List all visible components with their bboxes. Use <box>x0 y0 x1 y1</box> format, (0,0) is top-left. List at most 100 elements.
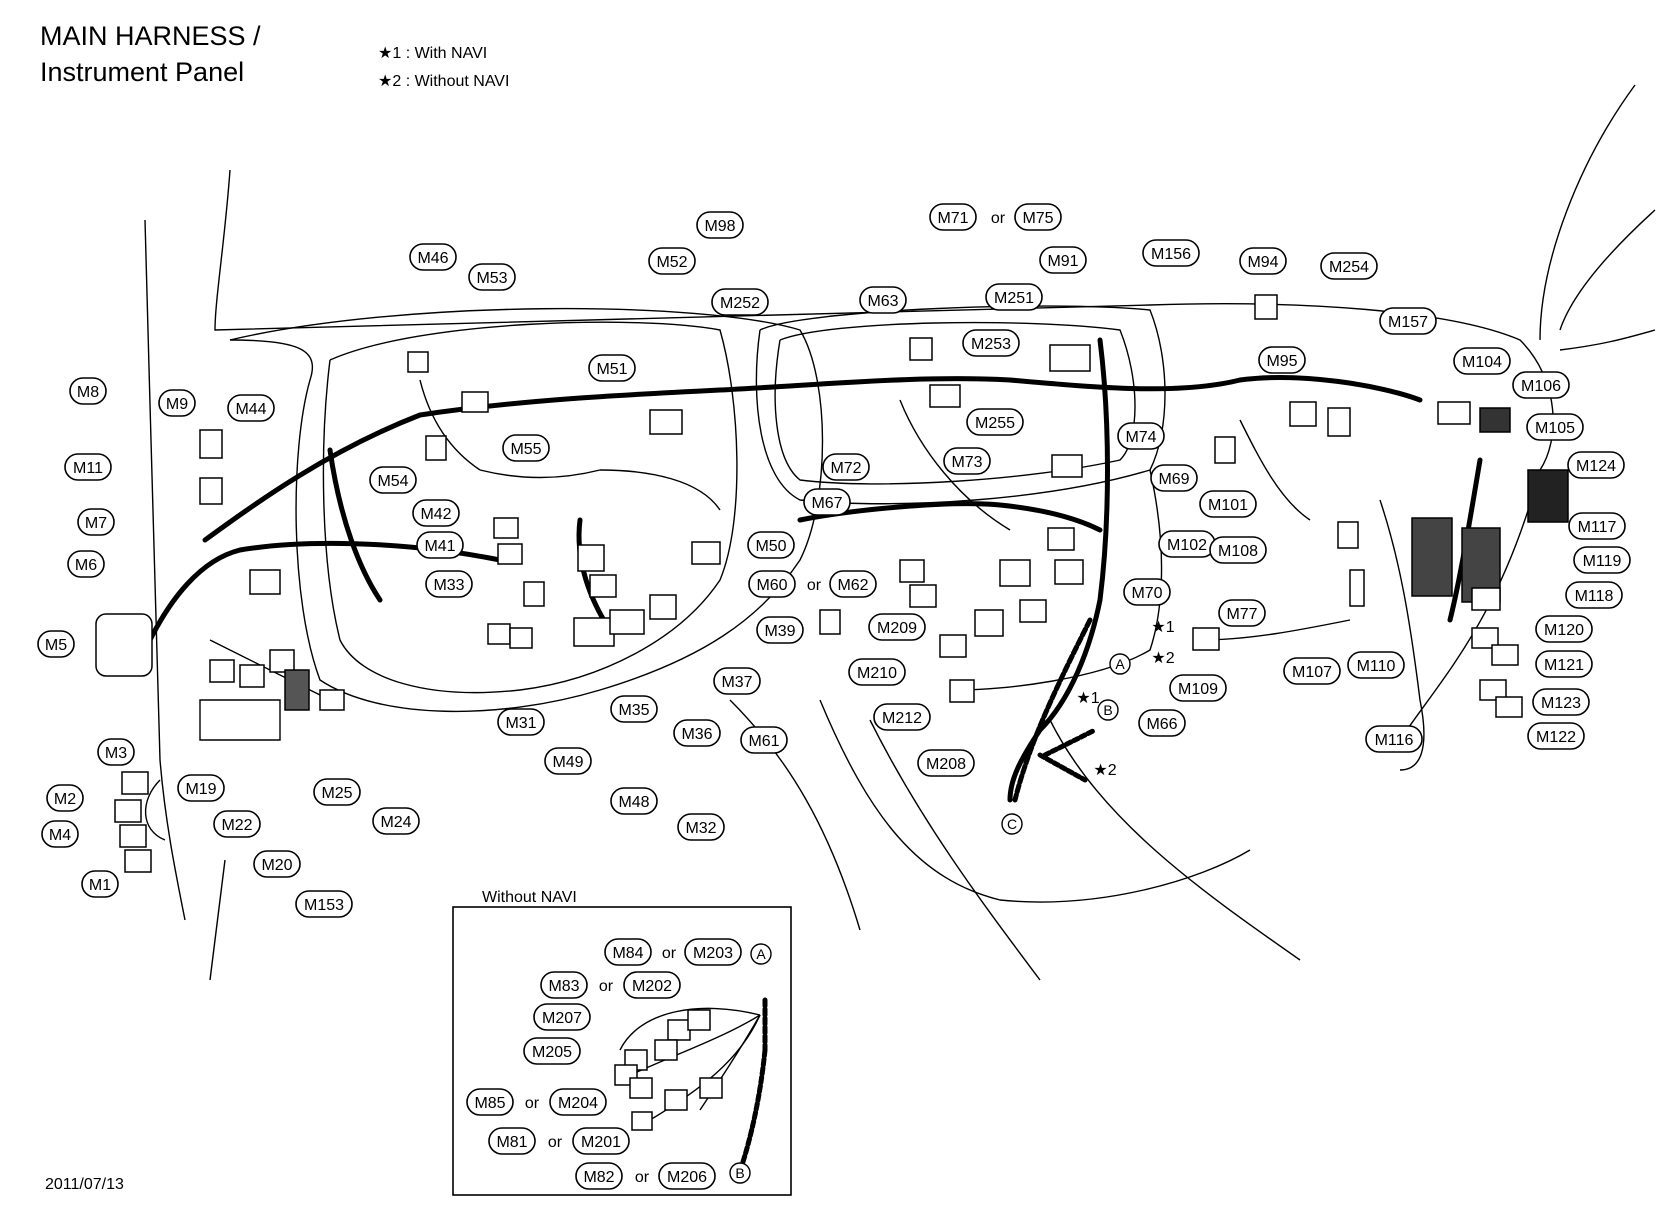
callout-label: M61 <box>748 733 779 750</box>
callout-m153: M153 <box>295 890 353 918</box>
callout-bubble <box>572 1127 630 1155</box>
callout-bubble <box>544 747 592 775</box>
callout-m74: M74 <box>1117 422 1165 450</box>
callout-m41: M41 <box>416 531 464 559</box>
star-note: ★1 <box>1076 690 1099 707</box>
ref-circle-c: C <box>1001 813 1023 835</box>
callout-label: M106 <box>1521 378 1561 395</box>
callout-bubble <box>859 286 907 314</box>
callout-bubble <box>822 453 870 481</box>
callout-bubble <box>658 1162 716 1190</box>
callout-m207: M207 <box>533 1003 591 1031</box>
callout-m3: M3 <box>97 738 135 766</box>
callout-label: M98 <box>704 218 735 235</box>
callout-label: M69 <box>1158 471 1189 488</box>
callout-label: M212 <box>882 710 922 727</box>
callout-m53: M53 <box>468 263 516 291</box>
callout-label: M104 <box>1462 354 1502 371</box>
callout-bubble <box>1209 536 1267 564</box>
callout-label: M101 <box>1208 497 1248 514</box>
callout-m31: M31 <box>497 708 545 736</box>
callout-bubble <box>213 810 261 838</box>
callout-m95: M95 <box>1258 346 1306 374</box>
callout-bubble <box>1526 413 1584 441</box>
callout-label: M91 <box>1047 253 1078 270</box>
callout-label: M49 <box>552 754 583 771</box>
callout-label: M11 <box>73 460 103 477</box>
ref-circle-a: A <box>750 943 772 965</box>
callout-m118: M118 <box>1565 581 1623 609</box>
note-without-navi: ★2 : Without NAVI <box>378 73 510 90</box>
callout-label: M73 <box>951 454 982 471</box>
callout-label: M81 <box>496 1134 527 1151</box>
callout-label: M83 <box>548 978 579 995</box>
callout-label: M206 <box>667 1169 707 1186</box>
callout-m1: M1 <box>81 870 119 898</box>
callout-m84: M84 <box>604 938 652 966</box>
callout-bubble <box>943 447 991 475</box>
callout-bubble <box>747 531 795 559</box>
callout-bubble <box>77 508 115 536</box>
callout-m44: M44 <box>227 394 275 422</box>
callout-bubble <box>1039 246 1087 274</box>
callout-m203: M203 <box>684 938 742 966</box>
callout-m72: M72 <box>822 453 870 481</box>
callout-label: M66 <box>1146 716 1177 733</box>
callout-bubble <box>41 820 79 848</box>
callout-bubble <box>1150 464 1198 492</box>
callout-m46: M46 <box>409 243 457 271</box>
callout-bubble <box>696 211 744 239</box>
callout-label: M3 <box>105 745 127 762</box>
callout-bubble <box>848 658 906 686</box>
callout-label: M95 <box>1266 353 1297 370</box>
ref-circle-a: A <box>1109 653 1131 675</box>
diagram-title: MAIN HARNESS / Instrument Panel <box>40 18 261 90</box>
callout-m2: M2 <box>46 784 84 812</box>
callout-bubble <box>588 354 636 382</box>
callout-m105: M105 <box>1526 413 1584 441</box>
callout-label: M8 <box>77 384 99 401</box>
main-harness <box>147 337 1483 803</box>
callout-m6: M6 <box>67 550 105 578</box>
callout-label: M202 <box>632 978 672 995</box>
callout-m212: M212 <box>873 703 931 731</box>
callout-label: M251 <box>994 290 1034 307</box>
or-word: or <box>599 978 614 995</box>
callout-label: M41 <box>424 538 455 555</box>
callout-label: M9 <box>166 396 188 413</box>
callout-bubble <box>412 499 460 527</box>
callout-bubble <box>677 813 725 841</box>
callout-bubble <box>1169 674 1227 702</box>
callout-m67: M67 <box>803 488 851 516</box>
callout-bubble <box>81 870 119 898</box>
callout-m108: M108 <box>1209 536 1267 564</box>
callout-label: M121 <box>1544 657 1584 674</box>
callout-bubble <box>1453 347 1511 375</box>
callout-label: M31 <box>505 715 536 732</box>
callout-bubble <box>1535 650 1593 678</box>
callout-label: M63 <box>867 293 898 310</box>
callout-bubble <box>1567 451 1625 479</box>
callout-m81: M81 <box>488 1127 536 1155</box>
callout-bubble <box>97 738 135 766</box>
callout-label: M207 <box>542 1010 582 1027</box>
callout-bubble <box>803 488 851 516</box>
callout-m101: M101 <box>1199 490 1257 518</box>
callout-m51: M51 <box>588 354 636 382</box>
callout-label: M108 <box>1218 543 1258 560</box>
callout-label: M35 <box>618 702 649 719</box>
ref-letter: C <box>1007 816 1017 832</box>
callout-m49: M49 <box>544 747 592 775</box>
callout-bubble <box>1138 709 1186 737</box>
callout-m208: M208 <box>917 749 975 777</box>
callout-m36: M36 <box>673 719 721 747</box>
callout-bubble <box>1527 722 1585 750</box>
callout-bubble <box>425 570 473 598</box>
callout-label: M60 <box>756 577 787 594</box>
callout-m204: M204 <box>549 1088 607 1116</box>
callout-label: M36 <box>681 726 712 743</box>
callout-m251: M251 <box>985 283 1043 311</box>
callout-bubble <box>873 703 931 731</box>
